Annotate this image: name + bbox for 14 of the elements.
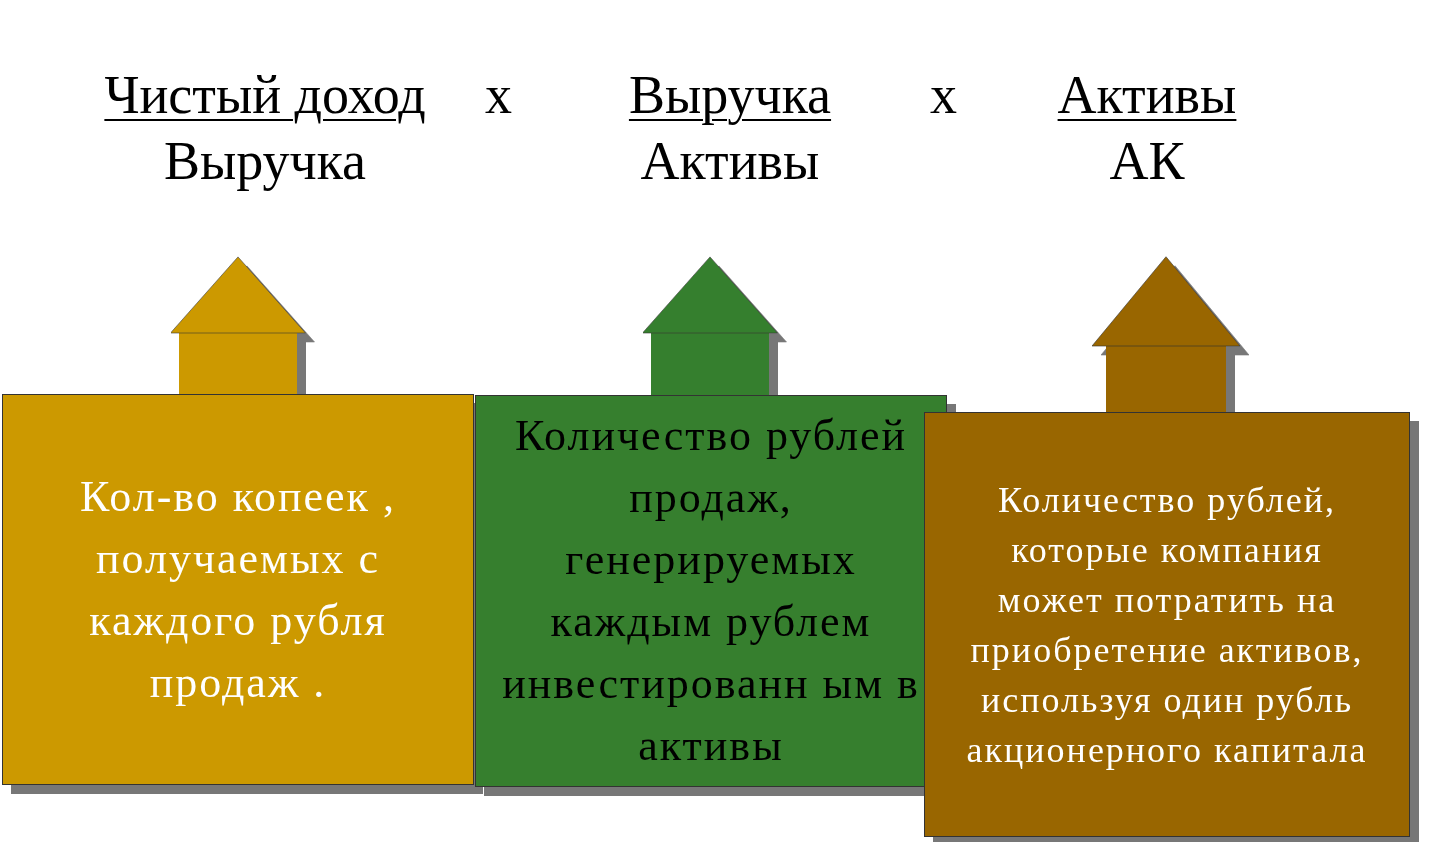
numerator: Выручка: [628, 64, 832, 127]
multiply-sign: x: [485, 64, 512, 127]
numerator: Активы: [1057, 64, 1237, 127]
block-arrow: [1091, 256, 1241, 412]
numerator: Чистый доход: [104, 64, 426, 127]
denominator: АК: [1109, 130, 1185, 193]
callout-text: Количество рублей продаж, генерируемых каждым рублем инвестированн ым в активы: [501, 410, 921, 772]
callout-text: Количество рублей, которые компания может потратить на приобретение активов, используя один рубль акционерного капитала: [965, 478, 1369, 772]
block-arrow: [170, 256, 306, 394]
denominator: Активы: [640, 130, 820, 193]
multiply-sign: x: [930, 64, 957, 127]
block-arrow: [642, 256, 778, 395]
denominator: Выручка: [163, 130, 367, 193]
callout-text: Кол-во копеек , получаемых с каждого рубля продаж .: [79, 470, 397, 709]
